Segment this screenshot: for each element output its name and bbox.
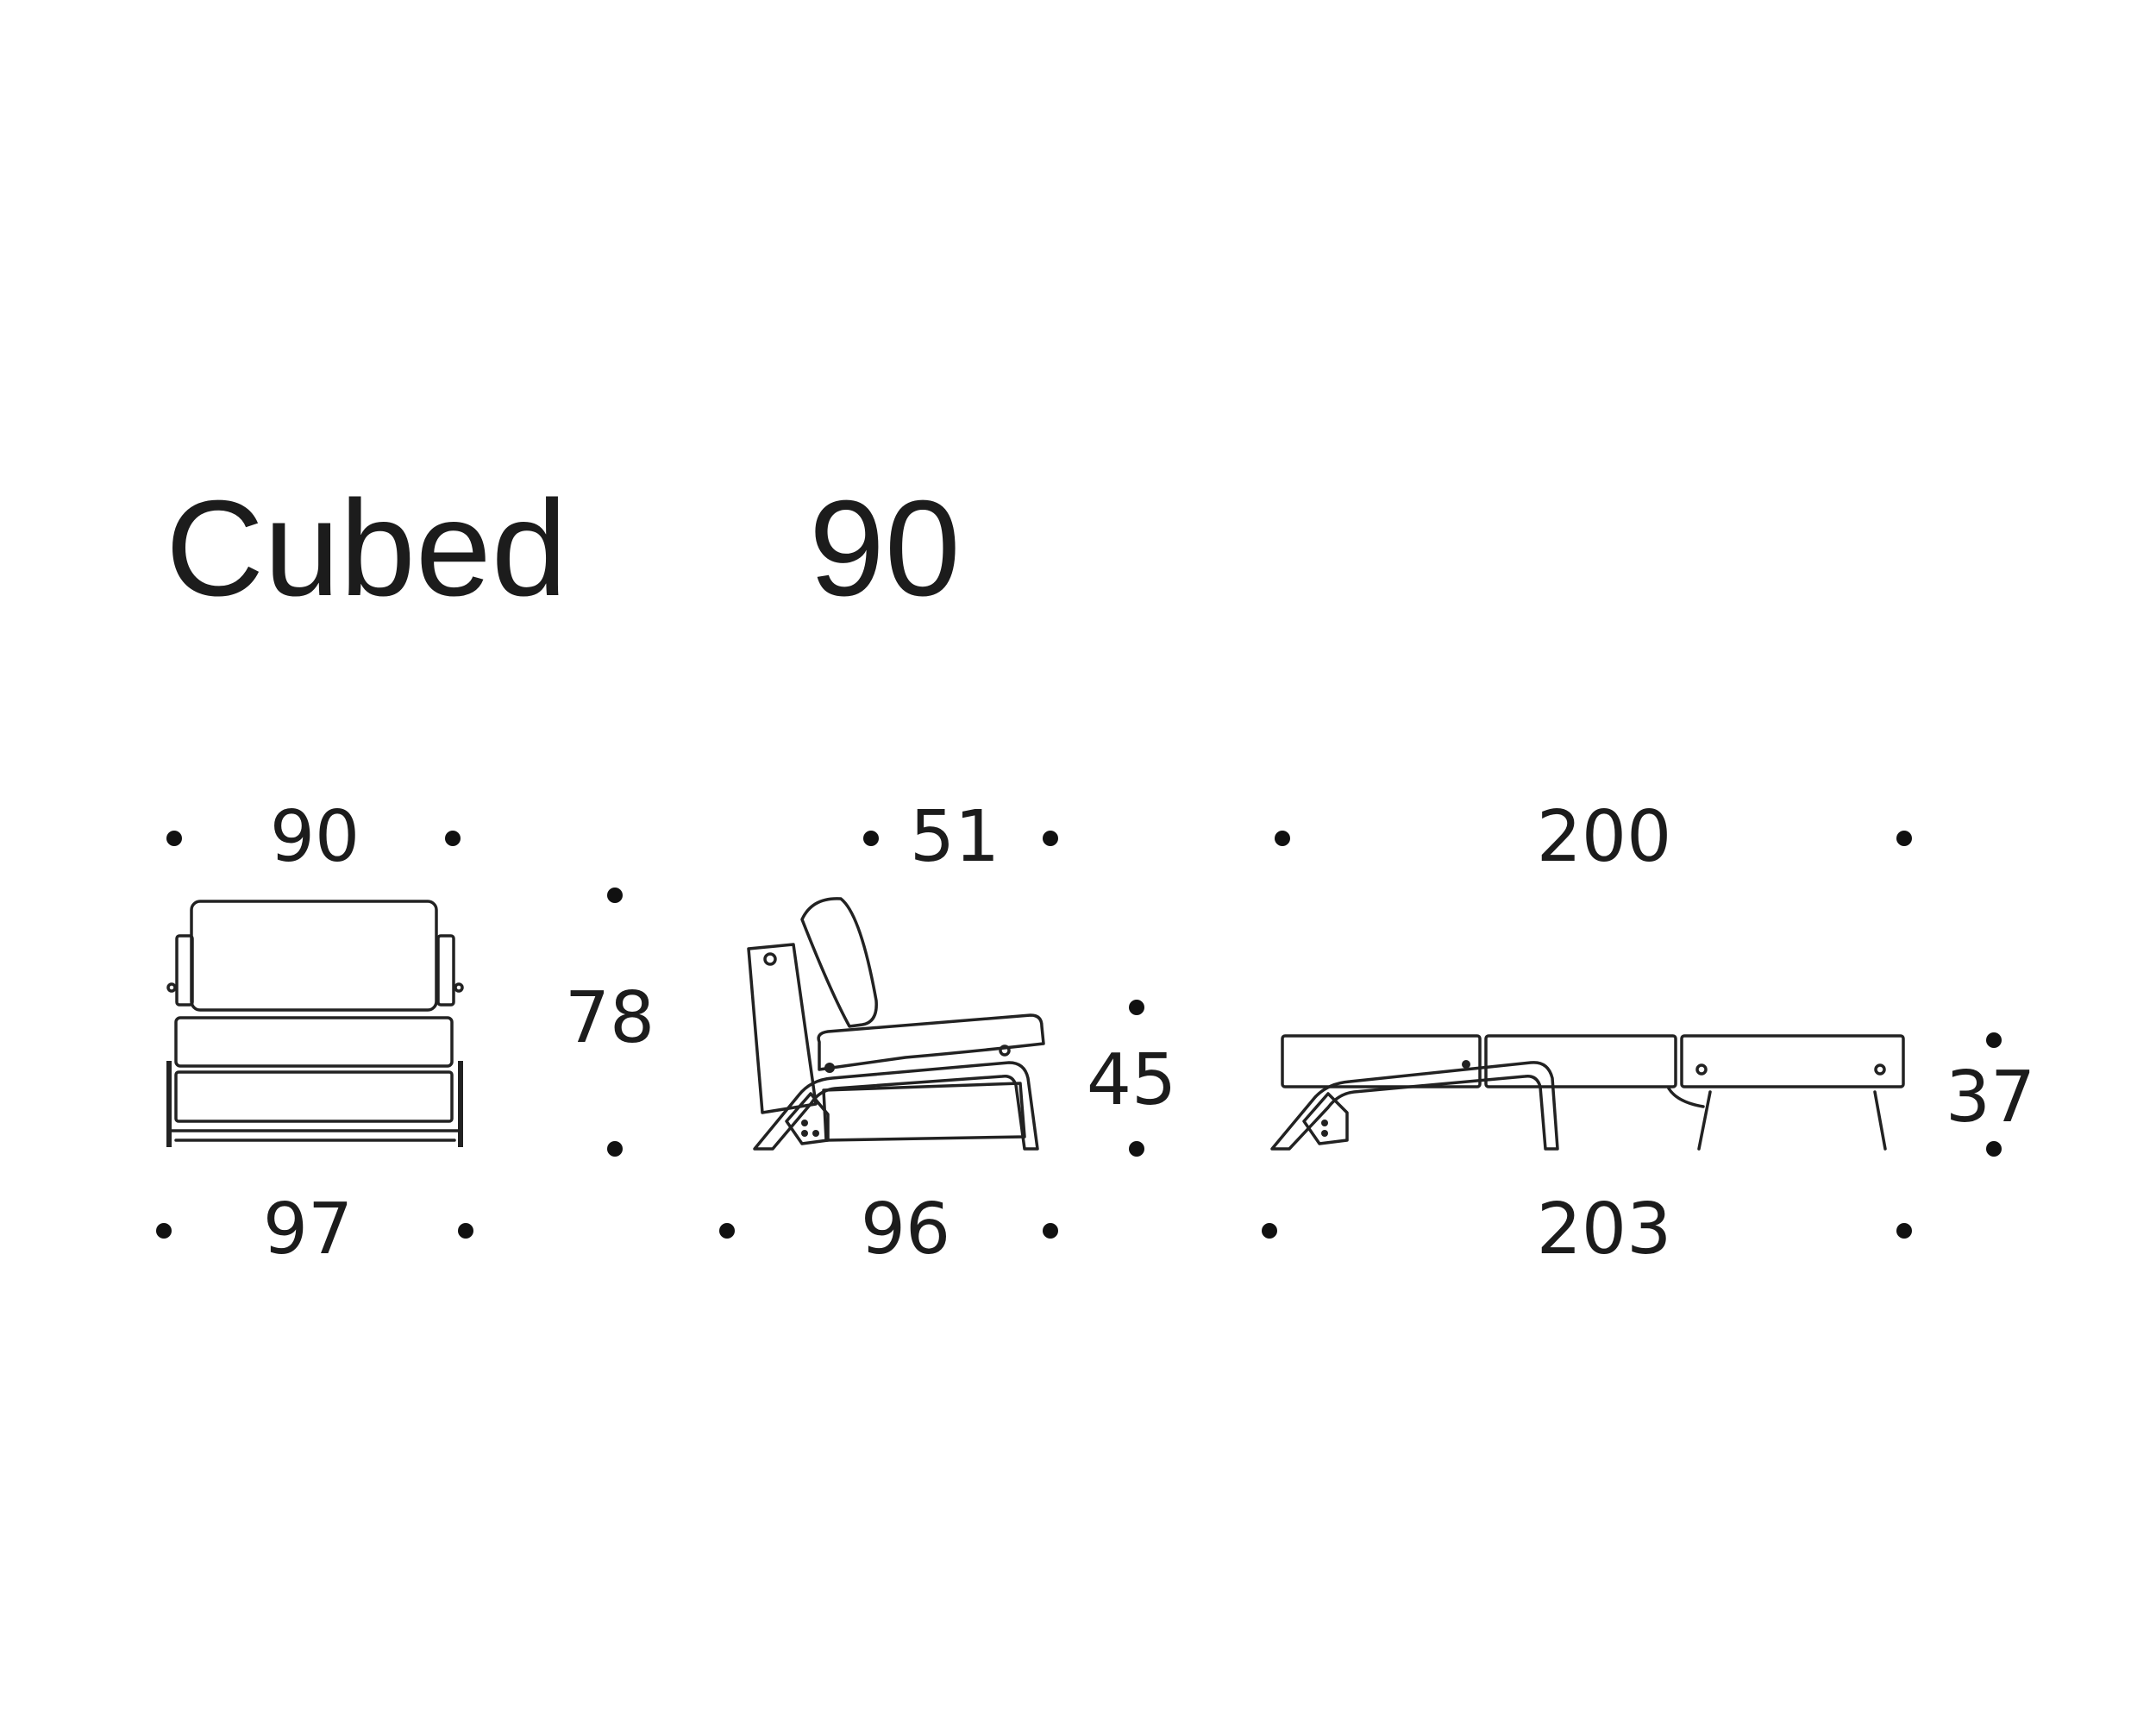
hinge-plate bbox=[785, 1092, 830, 1145]
bed-leg-middle bbox=[1697, 1090, 1712, 1151]
bed-view: 200 203 37 bbox=[1262, 796, 2035, 1270]
dimension-dot bbox=[1896, 1223, 1912, 1239]
right-side-frame bbox=[436, 934, 455, 1007]
side-seat-depth-label: 51 bbox=[910, 796, 1000, 878]
bed-height-label: 37 bbox=[1946, 1057, 2035, 1138]
dimension-dot bbox=[1129, 1000, 1144, 1015]
bed-length-top-label: 200 bbox=[1537, 796, 1672, 878]
front-width-top-label: 90 bbox=[270, 796, 360, 878]
dimension-dot bbox=[1043, 831, 1058, 846]
front-height-label: 78 bbox=[565, 977, 655, 1059]
side-depth-label: 96 bbox=[861, 1189, 950, 1270]
side-seat-height-label: 45 bbox=[1087, 1039, 1176, 1121]
chair-front-drawing bbox=[166, 900, 464, 1147]
bed-frame bbox=[1270, 1061, 1559, 1151]
dimension-dot bbox=[458, 1223, 473, 1239]
chair-side-drawing bbox=[747, 897, 1045, 1151]
seat-base bbox=[174, 1070, 454, 1123]
bed-drawing bbox=[1270, 1034, 1905, 1151]
bed-support-arm bbox=[1667, 1087, 1705, 1108]
dimension-dot bbox=[445, 831, 461, 846]
bed-section-right bbox=[1680, 1034, 1905, 1088]
bed-leg-right bbox=[1873, 1090, 1887, 1151]
side-seat-cushion bbox=[817, 1013, 1045, 1071]
dimension-dot bbox=[863, 831, 879, 846]
front-width-bottom-label: 97 bbox=[263, 1189, 353, 1270]
dimension-dot bbox=[156, 1223, 172, 1239]
armrest-panel bbox=[747, 943, 818, 1114]
dimension-dot bbox=[1896, 831, 1912, 846]
side-back-cushion bbox=[800, 897, 878, 1028]
dimension-dot bbox=[1986, 1032, 2002, 1048]
dimension-dot bbox=[607, 888, 623, 903]
seat-cushion bbox=[174, 1016, 454, 1068]
left-leg bbox=[166, 1061, 172, 1147]
right-leg bbox=[458, 1061, 463, 1147]
front-view: 90 97 78 bbox=[156, 796, 655, 1270]
dimension-dot bbox=[166, 831, 182, 846]
bed-section-left bbox=[1281, 1034, 1482, 1088]
dimension-dot bbox=[719, 1223, 735, 1239]
dimension-dot bbox=[1275, 831, 1290, 846]
bed-hinge-plate bbox=[1302, 1092, 1349, 1145]
product-name: Cubed bbox=[166, 473, 567, 624]
bed-length-bottom-label: 203 bbox=[1537, 1189, 1672, 1270]
product-size: 90 bbox=[809, 473, 961, 624]
dimension-dot bbox=[1262, 1223, 1277, 1239]
dimension-dot bbox=[1043, 1223, 1058, 1239]
side-view: 51 96 45 bbox=[719, 796, 1176, 1270]
dimension-dot bbox=[607, 1141, 623, 1157]
back-cushion bbox=[190, 900, 438, 1012]
side-frame bbox=[753, 1061, 1039, 1151]
dimension-dot bbox=[1986, 1141, 2002, 1157]
side-base bbox=[822, 1082, 1026, 1142]
dimension-dot bbox=[1129, 1141, 1144, 1157]
bed-section-middle bbox=[1484, 1034, 1677, 1088]
